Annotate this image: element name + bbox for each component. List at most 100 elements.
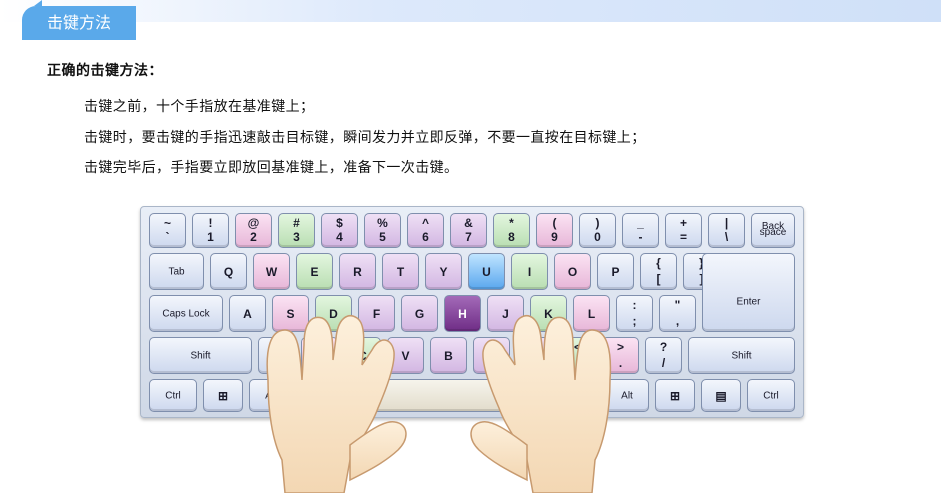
- page-heading: 正确的击键方法：: [47, 63, 163, 79]
- key-label: %: [377, 216, 388, 230]
- key-label: /: [661, 356, 666, 370]
- key-label: ;: [632, 314, 637, 328]
- key-label: |: [724, 216, 729, 230]
- key-right-alt: Alt: [605, 379, 649, 412]
- top-banner: [0, 0, 941, 22]
- key-label: Ctrl: [165, 390, 181, 401]
- key-label: <: [573, 340, 581, 354]
- key-label: 7: [465, 230, 472, 244]
- key-label: &: [464, 216, 473, 230]
- key-label: space: [759, 227, 787, 238]
- key-label: S: [286, 306, 295, 321]
- instruction-line-1: 击键之前，十个手指放在基准键上；: [84, 99, 315, 115]
- key-v: V: [387, 337, 424, 374]
- key-label: ^: [421, 216, 429, 230]
- key-label: F: [372, 306, 381, 321]
- key-label: 3: [293, 230, 300, 244]
- key-enter: Enter: [702, 253, 795, 332]
- key-label: 8: [508, 230, 515, 244]
- key-label: C: [358, 348, 367, 363]
- key-label: P: [611, 264, 620, 279]
- key-label: ): [595, 216, 600, 230]
- key-label: Alt: [265, 390, 277, 401]
- section-tab: 击键方法: [22, 0, 136, 40]
- windows-key-right: ⊞: [655, 379, 695, 412]
- key-o: O: [554, 253, 591, 290]
- key-label: B: [444, 348, 453, 363]
- key-n: N: [473, 337, 510, 374]
- key-9: (9: [536, 213, 573, 248]
- key-comma: <,: [559, 337, 596, 374]
- key-minus: _-: [622, 213, 659, 248]
- key-label: !: [208, 216, 213, 230]
- key-e: E: [296, 253, 333, 290]
- key-label: Shift: [190, 350, 211, 361]
- key-label: I: [527, 264, 532, 279]
- key-label: 4: [336, 230, 343, 244]
- key-label: K: [544, 306, 553, 321]
- key-caps-lock: Caps Lock: [149, 295, 223, 332]
- key-label: 2: [250, 230, 257, 244]
- instruction-line-2: 击键时，要击键的手指迅速敲击目标键，瞬间发力并立即反弹，不要一直按在目标键上；: [84, 130, 646, 146]
- key-g: G: [401, 295, 438, 332]
- key-label: .: [618, 356, 623, 370]
- key-label: [: [656, 272, 661, 286]
- key-label: `: [165, 230, 170, 244]
- key-tab: Tab: [149, 253, 204, 290]
- key-7: &7: [450, 213, 487, 248]
- key-left-bracket: {[: [640, 253, 677, 290]
- key-label: :: [632, 298, 637, 312]
- key-5: %5: [364, 213, 401, 248]
- key-s: S: [272, 295, 309, 332]
- key-period: >.: [602, 337, 639, 374]
- key-r: R: [339, 253, 376, 290]
- key-quote: ",: [659, 295, 696, 332]
- key-label: Alt: [621, 390, 633, 401]
- key-b: B: [430, 337, 467, 374]
- key-c: C: [344, 337, 381, 374]
- key-label: W: [265, 264, 278, 279]
- key-label: =: [679, 230, 687, 244]
- key-label: E: [310, 264, 319, 279]
- windows-key-left: ⊞: [203, 379, 243, 412]
- key-label: ~: [163, 216, 171, 230]
- key-y: Y: [425, 253, 462, 290]
- key-label: T: [396, 264, 405, 279]
- key-label: 1: [207, 230, 214, 244]
- key-label: >: [616, 340, 624, 354]
- key-z: Z: [258, 337, 295, 374]
- key-0: )0: [579, 213, 616, 248]
- key-label: #: [293, 216, 300, 230]
- key-label: R: [353, 264, 362, 279]
- key-3: #3: [278, 213, 315, 248]
- key-label: M: [529, 348, 540, 363]
- key-label: ": [674, 298, 681, 312]
- key-label: Q: [223, 264, 234, 279]
- key-k: K: [530, 295, 567, 332]
- keyboard-diagram: ~` !1 @2 #3 $4 %5 ^6 &7 *8 (9 )0 _- += |…: [140, 206, 804, 418]
- key-label: J: [502, 306, 509, 321]
- key-label: $: [336, 216, 343, 230]
- key-label: Caps Lock: [162, 308, 210, 319]
- key-4: $4: [321, 213, 358, 248]
- key-label: Y: [439, 264, 448, 279]
- key-label: V: [401, 348, 410, 363]
- key-d: D: [315, 295, 352, 332]
- menu-icon: ▤: [715, 388, 727, 403]
- key-left-alt: Alt: [249, 379, 293, 412]
- key-space: [299, 379, 599, 412]
- key-f: F: [358, 295, 395, 332]
- key-m: M: [516, 337, 553, 374]
- key-backslash: |\: [708, 213, 745, 248]
- key-label: @: [247, 216, 260, 230]
- key-6: ^6: [407, 213, 444, 248]
- key-label: U: [482, 264, 491, 279]
- key-h: H: [444, 295, 481, 332]
- key-label: +: [679, 216, 687, 230]
- key-label: ?: [659, 340, 668, 354]
- key-a: A: [229, 295, 266, 332]
- key-label: (: [552, 216, 557, 230]
- key-equals: +=: [665, 213, 702, 248]
- key-label: G: [414, 306, 425, 321]
